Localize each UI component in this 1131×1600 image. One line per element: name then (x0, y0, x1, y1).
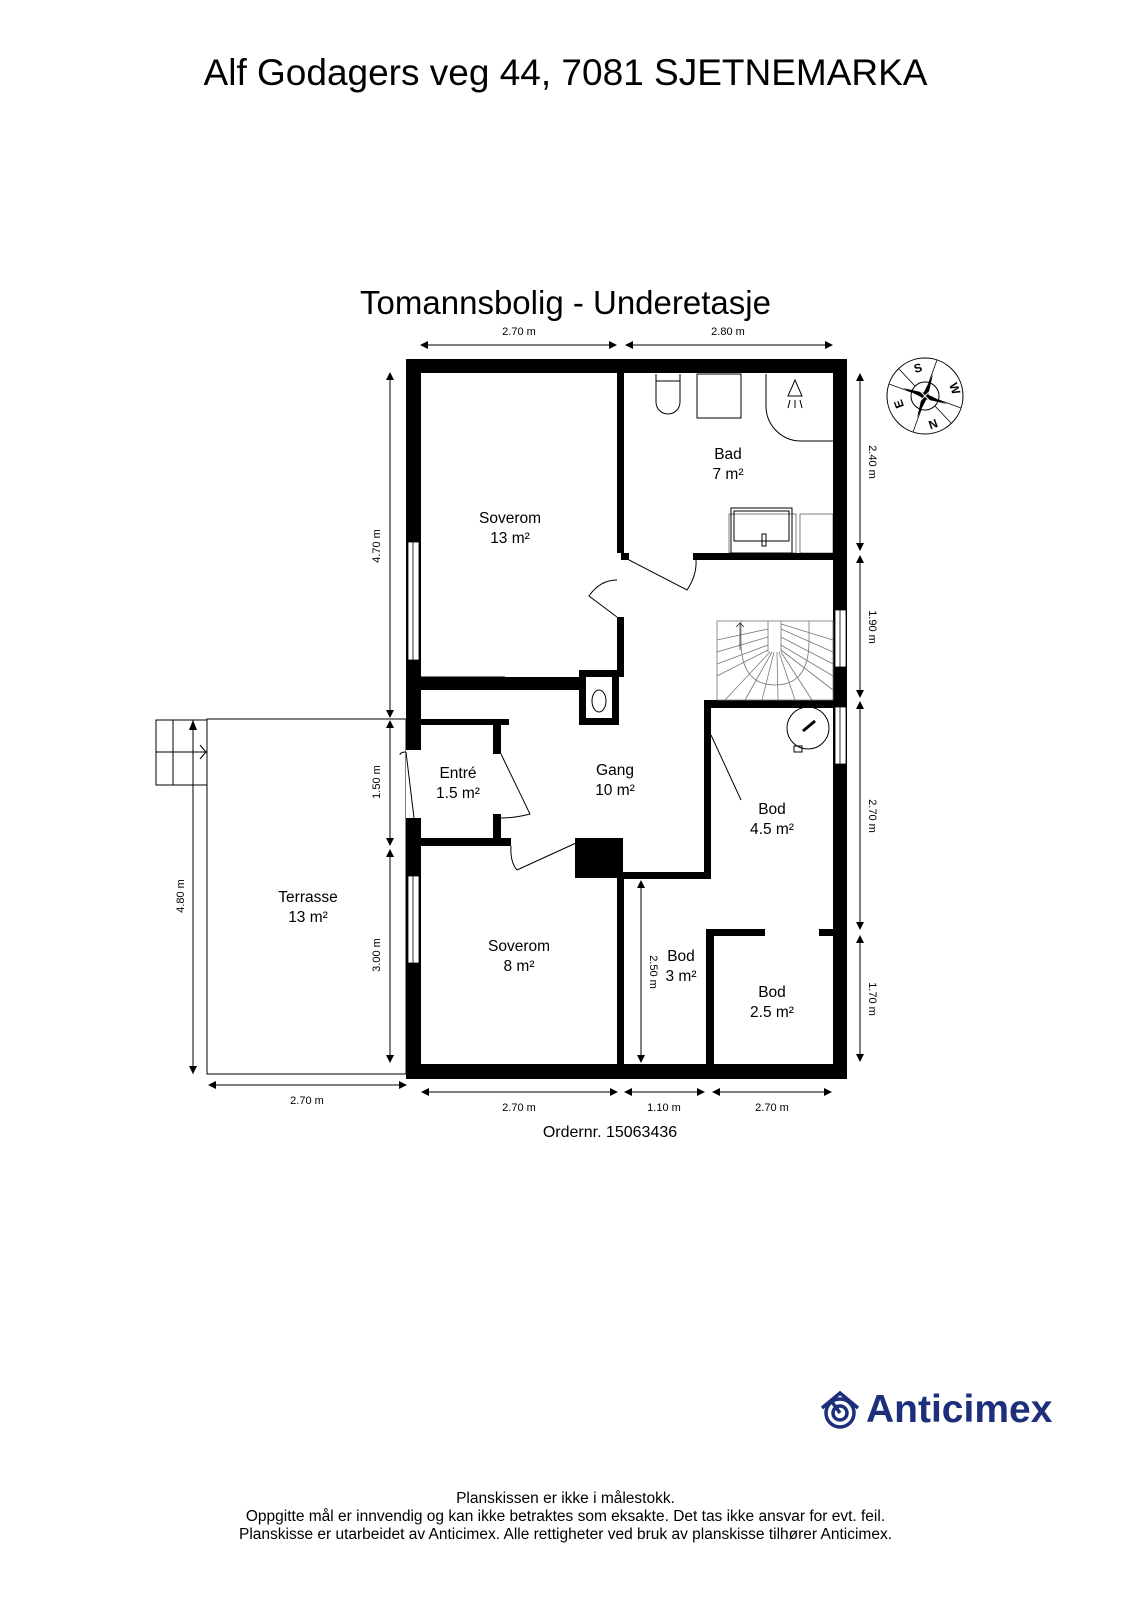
dim-left-upper: 4.70 m (371, 529, 383, 563)
shaft-fixture (591, 689, 607, 713)
disclaimer: Planskissen er ikke i målestokk. Oppgitt… (0, 1490, 1131, 1544)
dim-top-right: 2.80 m (711, 326, 745, 338)
bathroom-fixtures (655, 373, 834, 554)
dimension-lines (189, 341, 864, 1096)
disclaimer-line: Planskissen er ikke i målestokk. (456, 1490, 675, 1507)
compass-w: W (946, 381, 963, 397)
room-name: Soverom (488, 938, 550, 955)
dim-right-3: 2.70 m (866, 799, 878, 833)
room-name: Bad (714, 446, 742, 463)
room-area: 10 m² (595, 782, 635, 799)
walls (406, 359, 847, 1079)
dim-right-2: 1.90 m (866, 610, 878, 644)
disclaimer-line: Oppgitte mål er innvendig og kan ikke be… (245, 1508, 886, 1525)
disclaimer-line: Planskisse er utarbeidet av Anticimex. A… (238, 1526, 892, 1543)
doors (399, 559, 742, 871)
room-name: Gang (596, 762, 634, 779)
dimension-labels: 2.70 m 2.80 m 4.70 m 1.50 m 3.00 m 4.80 … (175, 326, 878, 1114)
room-name: Bod (758, 984, 786, 1001)
floor-title: Tomannsbolig - Underetasje (360, 284, 771, 321)
room-name: Terrasse (278, 889, 337, 906)
room-name: Bod (758, 801, 786, 818)
dim-left-lower: 3.00 m (371, 938, 383, 972)
dim-terrace-height: 4.80 m (175, 879, 187, 913)
dim-left-entre: 1.50 m (371, 765, 383, 799)
room-area: 4.5 m² (750, 821, 794, 838)
dim-top-left: 2.70 m (502, 326, 536, 338)
order-number: Ordernr. 15063436 (542, 1124, 678, 1141)
room-area: 13 m² (490, 530, 530, 547)
compass-n: N (927, 416, 940, 432)
room-area: 2.5 m² (750, 1004, 794, 1021)
compass-icon: S W N E (886, 357, 964, 435)
brand-name: Anticimex (866, 1388, 1053, 1431)
dim-bottom-right: 2.70 m (755, 1102, 789, 1114)
room-area: 7 m² (713, 466, 744, 483)
dim-bod-inner: 2.50 m (647, 955, 659, 989)
compass-e: E (891, 398, 907, 410)
room-area: 8 m² (504, 958, 535, 975)
room-name: Entré (439, 765, 476, 782)
property-address: Alf Godagers veg 44, 7081 SJETNEMARKA (203, 52, 928, 93)
room-area: 3 m² (666, 968, 697, 985)
staircase (716, 620, 834, 701)
dim-bottom-left: 2.70 m (502, 1102, 536, 1114)
room-labels: Soverom 13 m² Bad 7 m² Entré 1.5 m² Gang… (278, 446, 794, 1021)
room-name: Soverom (479, 510, 541, 527)
room-area: 13 m² (288, 909, 328, 926)
dim-right-1: 2.40 m (866, 445, 878, 479)
compass-s: S (912, 360, 923, 376)
room-name: Bod (667, 948, 695, 965)
dim-terrace-width: 2.70 m (290, 1095, 324, 1107)
anticimex-logo-icon (820, 1390, 860, 1429)
dim-bottom-mid: 1.10 m (647, 1102, 681, 1114)
water-heater (786, 706, 830, 753)
dim-right-4: 1.70 m (866, 982, 878, 1016)
closet-sliding-doors (421, 676, 579, 683)
windows (406, 541, 847, 964)
room-area: 1.5 m² (436, 785, 480, 802)
